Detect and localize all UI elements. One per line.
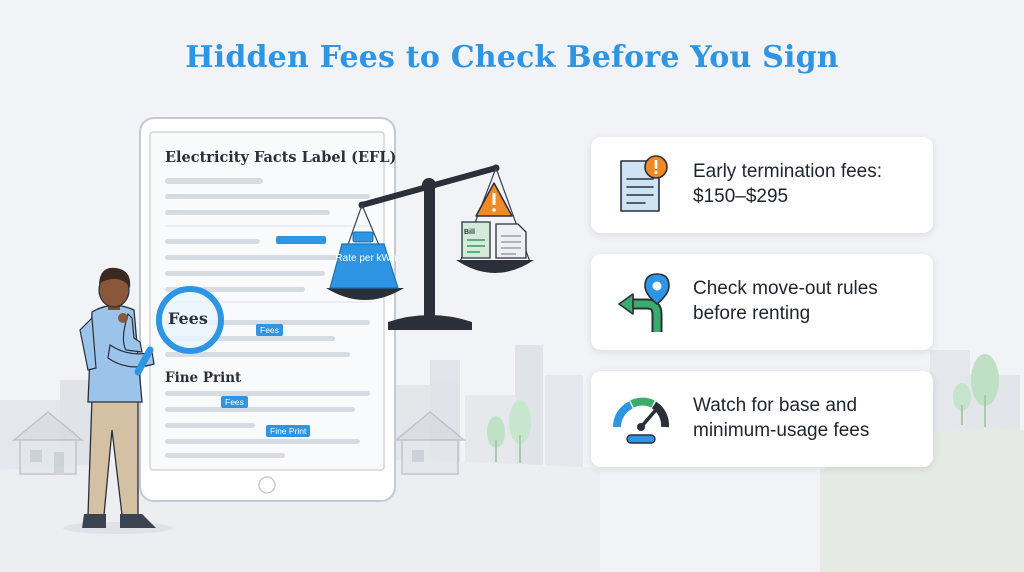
info-card-termination-fees: Early termination fees: $150–$295	[591, 137, 933, 233]
page-title: Hidden Fees to Check Before You Sign	[185, 40, 839, 75]
turn-arrow-location-pin-icon	[618, 273, 670, 332]
rate-weight-label: Rate per kWh	[335, 253, 397, 264]
house-right	[393, 411, 467, 475]
tablet	[139, 117, 396, 502]
trees	[487, 354, 999, 463]
fine-print-tag: Fine Print	[266, 425, 311, 437]
warning-document-icon	[620, 155, 668, 212]
info-card-base-fees: Watch for base and minimum-usage fees	[591, 371, 933, 467]
bill-label: Bill	[464, 229, 475, 236]
card-text: Watch for base and minimum-usage fees	[693, 395, 870, 441]
fees-tag: Fees	[221, 396, 248, 408]
efl-heading: Electricity Facts Label (EFL)	[165, 149, 397, 166]
fees-tag: Fees	[256, 324, 283, 336]
magnifier-label: Fees	[168, 309, 208, 328]
fine-print-heading: Fine Print	[165, 370, 242, 386]
card-text: Check move-out rules before renting	[693, 278, 878, 324]
card-text: Early termination fees: $150–$295	[693, 161, 883, 207]
house-left	[11, 411, 85, 475]
gauge-meter-icon	[612, 397, 670, 444]
balance-scale	[326, 164, 534, 330]
person	[63, 267, 224, 534]
info-card-move-out-rules: Check move-out rules before renting	[591, 254, 933, 350]
